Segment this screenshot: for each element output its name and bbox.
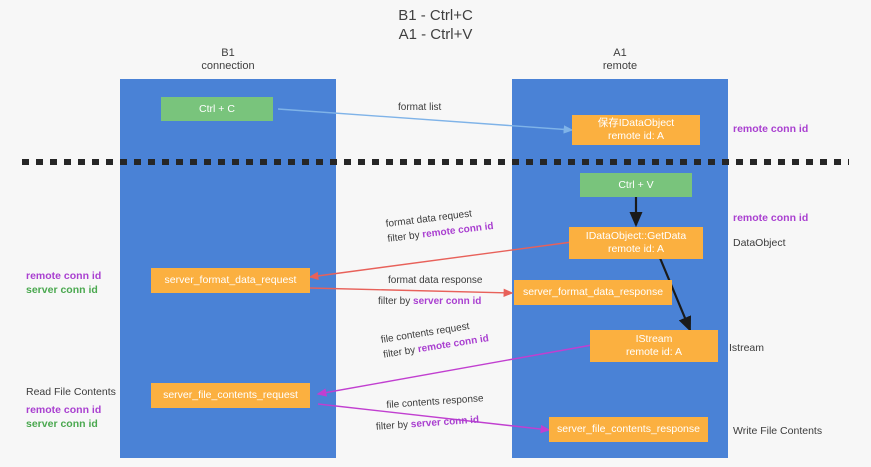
annotation-left-remote-conn-id-mid: remote conn id	[26, 270, 102, 282]
filter-prefix: filter by	[386, 229, 424, 245]
annotation-left-server-conn-id-bottom: server conn id	[26, 418, 98, 430]
annotation-right-dataobject: DataObject	[733, 237, 786, 249]
page-title: B1 - Ctrl+C A1 - Ctrl+V	[398, 7, 473, 43]
annotation-right-istream: Istream	[729, 342, 765, 354]
annotation-right-remote-conn-id-top: remote conn id	[733, 123, 809, 135]
column-header-a1: A1 remote	[602, 47, 638, 72]
node-ctrl-v[interactable]: Ctrl + V	[580, 173, 692, 197]
node-server-file-contents-request[interactable]: server_file_contents_request	[151, 383, 310, 408]
edge-label-format-data-response: format data response	[388, 275, 483, 286]
node-server-format-data-response[interactable]: server_format_data_response	[514, 280, 672, 305]
edge-label-group-file-contents-request: file contents request filter by remote c…	[380, 317, 490, 361]
annotation-right-remote-conn-id-mid: remote conn id	[733, 212, 809, 224]
node-save-idataobject[interactable]: 保存IDataObject remote id: A	[572, 115, 700, 145]
edge-label-group-format-data-response: format data response filter by server co…	[378, 274, 483, 308]
column-header-b1: B1 connection	[201, 47, 255, 72]
edge-label-file-contents-response-filter: filter by server conn id	[375, 413, 485, 434]
node-server-format-data-request[interactable]: server_format_data_request	[151, 268, 310, 293]
node-ctrl-c[interactable]: Ctrl + C	[161, 97, 273, 121]
filter-prefix: filter by	[378, 296, 414, 307]
edge-label-group-file-contents-response: file contents response filter by server …	[376, 392, 485, 433]
filter-prefix: filter by	[375, 419, 412, 433]
node-server-file-contents-response[interactable]: server_file_contents_response	[549, 417, 708, 442]
annotation-right-write-file-contents: Write File Contents	[733, 425, 823, 437]
annotation-left-read-file-contents: Read File Contents	[26, 386, 116, 398]
annotation-left-remote-conn-id-bottom: remote conn id	[26, 404, 102, 416]
node-idataobject-getdata[interactable]: IDataObject::GetData remote id: A	[569, 227, 703, 259]
edge-label-file-contents-response: file contents response	[386, 393, 484, 411]
filter-key-server-conn-id: server conn id	[410, 414, 480, 431]
filter-key-server-conn-id: server conn id	[413, 296, 482, 307]
edge-label-format-list: format list	[398, 102, 442, 113]
filter-prefix: filter by	[382, 344, 419, 361]
node-istream[interactable]: IStream remote id: A	[590, 330, 718, 362]
annotation-left-server-conn-id-mid: server conn id	[26, 284, 98, 296]
edge-label-group-format-data-request: format data request filter by remote con…	[385, 205, 494, 246]
edge-label-format-data-response-filter: filter by server conn id	[378, 295, 483, 308]
